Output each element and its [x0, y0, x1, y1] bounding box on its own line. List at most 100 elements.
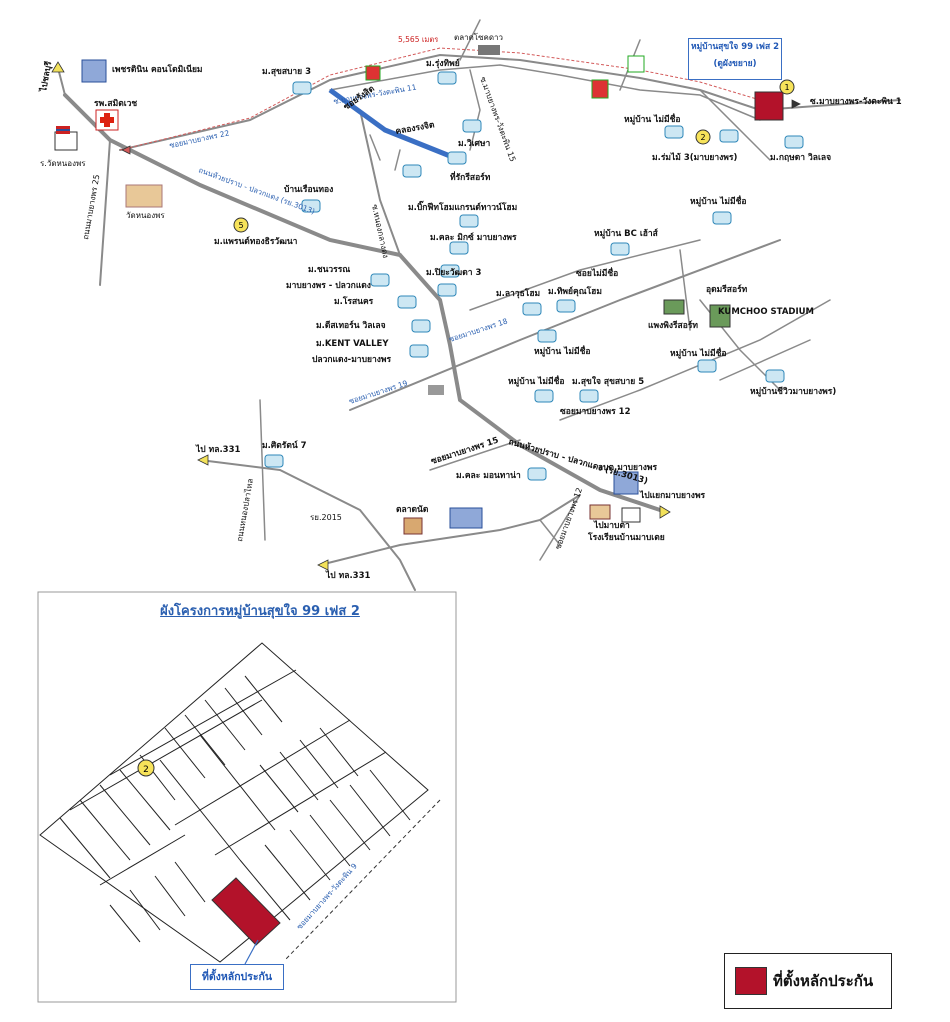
factory-icon: [449, 507, 483, 529]
village-icon: [440, 264, 460, 278]
road-left-top: [57, 67, 66, 96]
marker-5-label: 5: [238, 221, 243, 230]
village-icon: [697, 359, 717, 373]
label-road-left: ถนนมาบยางพร 25: [81, 174, 101, 241]
label-bigfeet: ม.บิ๊กฟีทโฮมแกรนด์ทาวน์โฮม: [408, 200, 517, 213]
label-tesco: ตลาดโซคดาว: [454, 32, 503, 42]
road-soi18: [349, 239, 781, 411]
label-jiwi: หมู่บ้านชีวิวมาบยางพร): [750, 386, 836, 397]
label-wisetha: ม.วิเศษา: [458, 138, 491, 149]
label-sukhsabai3: ม.สุขสบาย 3: [262, 67, 311, 77]
road-top: [119, 53, 901, 151]
label-dirutpong: ม.ดีสเทอร์น วิลเลจ: [316, 320, 386, 331]
label-wat: วัดหนองพร: [126, 211, 165, 220]
road-far-right: [719, 339, 811, 381]
road-nongkla: [359, 109, 401, 256]
village-icon: [522, 302, 542, 316]
plan-lots: [39, 642, 429, 963]
shop-icon-a: [365, 65, 381, 81]
collateral-pointer: [244, 939, 259, 965]
road-sitrat-vert: [259, 399, 266, 541]
label-banruenthong: บ้านเรือนทอง: [284, 184, 333, 195]
label-paeonrat: ม.แพรนด์ทองธิรวัฒนา: [214, 236, 298, 247]
legend: ที่ตั้งหลักประกัน: [724, 953, 892, 1009]
plan-soi9-label: ซอยมาบยางพร-วังตะพิน 9: [295, 861, 359, 931]
road-left-vertical: [99, 139, 111, 286]
label-road3015: รย.2015: [310, 513, 342, 522]
label-sitraphi7: ม.ศิตรัตน์ 7: [262, 440, 307, 451]
plan-marker-2-label: 2: [143, 765, 149, 775]
label-school2: ไปมาบตา: [593, 520, 630, 531]
landmark-icons: [54, 45, 784, 535]
tesco-icon: [478, 45, 500, 55]
village-icon: [527, 467, 547, 481]
label-paeng: แพงพิงรีสอร์ท: [648, 320, 698, 331]
village-icon: [447, 151, 467, 165]
label-kent2: ปลวกแดง-มาบยางพร: [312, 355, 391, 365]
label-nonamed2: หมู่บ้าน ไม่มีชื่อ: [534, 344, 591, 357]
village-icon: [459, 214, 479, 228]
arrow-right-plot-icon: [791, 99, 801, 109]
label-rattanawong: ม.โรสนคร: [334, 296, 374, 307]
road-soi12: [559, 299, 831, 421]
road-right-vert: [679, 249, 691, 331]
road-bc-house: [469, 239, 701, 311]
plan-road-line: [109, 669, 297, 776]
label-soi-mapyang1: ซ.มาบยางพร-วังตะพิน 1: [810, 96, 902, 107]
label-kharamix: ม.คละ มิกซ์ มาบยางพร: [430, 232, 517, 243]
label-nonamed5: หมู่บ้าน ไม่มีชื่อ: [508, 374, 565, 387]
village-icon: [610, 242, 630, 256]
seven-eleven-icon: [627, 55, 645, 73]
village-icon: [556, 299, 576, 313]
village-icon: [712, 211, 732, 225]
plan-road-line: [69, 699, 263, 811]
label-tikhap: ม.ทิพย์คุณโฮม: [548, 286, 602, 297]
shop-icon-b: [591, 79, 609, 99]
label-nonamed4: หมู่บ้าน ไม่มีชื่อ: [670, 346, 727, 359]
village-icon: [784, 135, 804, 149]
building-icon: [613, 471, 639, 495]
project-callout-title: หมู่บ้านสุขใจ 99 เฟส 2: [690, 42, 780, 52]
arrow-left-red-icon: [121, 145, 131, 155]
plan-road-line: [199, 734, 276, 831]
label-kumchoo: KUMCHOO STADIUM: [718, 307, 814, 317]
road-north-mid: [459, 19, 481, 61]
label-soi18: ซอยมาบยางพร 18: [448, 316, 509, 344]
road-top-2: [329, 64, 761, 121]
village-icon: [449, 241, 469, 255]
marker-2-label: 2: [700, 133, 705, 142]
label-klong: คลองรงจิต: [395, 119, 436, 137]
marker-2: [695, 129, 711, 145]
label-soi-nonamed: ซอยไม่มีชื่อ: [576, 266, 618, 279]
label-bchouse: หมู่บ้าน BC เฮ้าส์: [594, 228, 659, 239]
label-chanwarin: ม.ชนวรรณ: [308, 265, 350, 275]
village-icon: [462, 119, 482, 133]
village-icons: [264, 71, 804, 481]
plan-dashed-road: [284, 799, 441, 961]
village-icon: [411, 319, 431, 333]
label-road-left2: ถนนหนองปลาไหล: [235, 478, 255, 543]
main-road-3013: [63, 93, 662, 512]
village-icon: [719, 129, 739, 143]
plan-frame: [37, 591, 457, 1003]
arrow-left-331-icon: [197, 454, 209, 466]
project-callout: หมู่บ้านสุขใจ 99 เฟส 2 (ดูผังขยาย): [688, 38, 782, 80]
village-icon: [664, 125, 684, 139]
plan-road-line: [214, 751, 387, 856]
road-side-a: [369, 134, 381, 161]
collateral-location-label: ที่ตั้งหลักประกัน: [190, 964, 284, 990]
collateral-lot: [211, 877, 281, 946]
village-icon: [437, 283, 457, 297]
plan-marker-2: [137, 759, 155, 777]
label-lardvilla: ม.ลาวุธโฮม: [496, 288, 540, 299]
plan-title: ผังโครงการหมู่บ้านสุขใจ 99 เฟส 2: [160, 604, 360, 619]
direction-arrows: [51, 61, 801, 571]
distance-label: 5,565 เมตร: [398, 35, 438, 44]
label-mapyang-pluak: มาบยางพร - ปลวกแดง: [286, 281, 371, 291]
label-kent: ม.KENT VALLEY: [316, 339, 389, 349]
village-icon: [579, 389, 599, 403]
small-building-icon: [428, 385, 444, 395]
road-lower-bottom: [319, 494, 581, 566]
plan-boundary: [39, 642, 429, 963]
